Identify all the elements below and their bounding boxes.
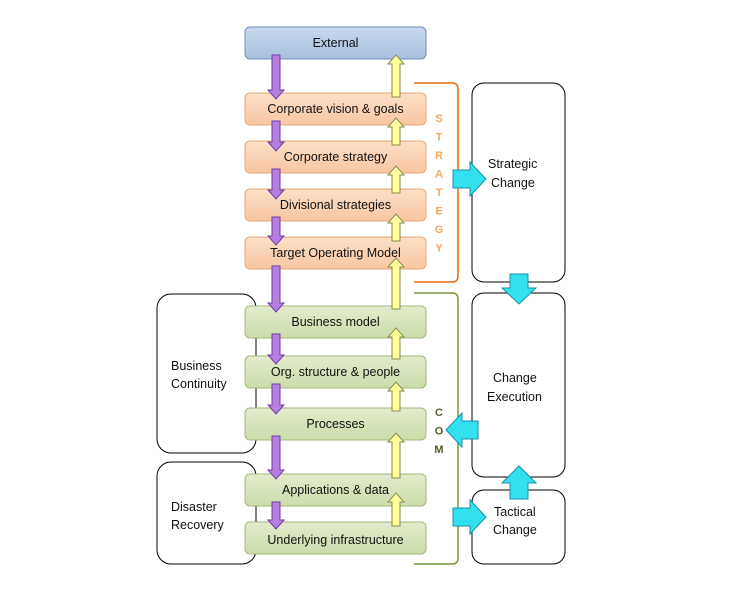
com-box-infrastructure: Underlying infrastructure (244, 521, 427, 555)
business-continuity-line2: Continuity (171, 377, 227, 391)
up-arrow (386, 492, 406, 527)
tactical-change-box: Tactical Change (471, 489, 566, 565)
strategy-box-label: Target Operating Model (270, 246, 401, 260)
strategy-letter: Y (435, 243, 443, 255)
up-arrow (386, 54, 406, 98)
strategy-box-label: Corporate vision & goals (267, 102, 403, 116)
disaster-recovery-group: Disaster Recovery (156, 461, 257, 565)
strategic-change-line2: Change (491, 176, 535, 190)
com-box-processes: Processes (244, 407, 427, 441)
down-arrow (266, 54, 286, 100)
change-execution-box: Change Execution (471, 292, 566, 478)
down-arrow (266, 120, 286, 152)
up-arrow (386, 165, 406, 194)
strategy-box-label: Corporate strategy (284, 150, 388, 164)
strategy-letter: T (436, 187, 443, 199)
strategy-box-label: Divisional strategies (280, 198, 391, 212)
strategy-letter: A (435, 169, 443, 181)
com-letter: O (435, 426, 444, 438)
upward-flow-arrows (386, 54, 406, 527)
com-to-tactical-change-arrow (452, 498, 487, 536)
tactical-change-line1: Tactical (494, 505, 536, 519)
tactical-change-line2: Change (493, 523, 537, 537)
strategy-letter: R (435, 150, 443, 162)
up-arrow (386, 213, 406, 242)
up-arrow (386, 257, 406, 310)
up-arrow (386, 117, 406, 146)
down-arrow (266, 333, 286, 365)
com-label: COM (434, 407, 443, 456)
strategy-box-tom: Target Operating Model (244, 236, 427, 270)
com-box-label: Org. structure & people (271, 365, 400, 379)
com-box-label: Business model (291, 315, 379, 329)
up-arrow (386, 381, 406, 412)
com-box-org-structure: Org. structure & people (244, 355, 427, 389)
strategy-box-divisional: Divisional strategies (244, 188, 427, 222)
down-arrow (266, 501, 286, 530)
com-box-label: Applications & data (282, 483, 389, 497)
strategic-change-line1: Strategic (488, 157, 537, 171)
down-arrow (266, 383, 286, 415)
com-box-label: Processes (306, 417, 364, 431)
strategy-letter: S (435, 113, 442, 125)
strategy-box-vision: Corporate vision & goals (244, 92, 427, 126)
external-box: External (244, 26, 427, 60)
strategy-letter: T (436, 132, 443, 144)
business-continuity-line1: Business (171, 359, 222, 373)
strategy-box-corporate: Corporate strategy (244, 140, 427, 174)
change-execution-line1: Change (493, 371, 537, 385)
execution-to-processes-arrow (445, 411, 479, 449)
strategic-change-box: Strategic Change (471, 82, 566, 283)
change-execution-line2: Execution (487, 390, 542, 404)
up-arrow (386, 432, 406, 479)
up-arrow (386, 327, 406, 360)
com-box-label: Underlying infrastructure (267, 533, 403, 547)
downward-flow-arrows (266, 54, 286, 530)
disaster-recovery-line2: Recovery (171, 518, 225, 532)
business-continuity-group: Business Continuity (156, 293, 257, 454)
com-letter: C (435, 407, 443, 419)
down-arrow (266, 216, 286, 246)
strategy-letter: E (435, 206, 442, 218)
tactical-to-execution-arrow (500, 465, 538, 500)
strategic-change-to-execution-arrow (500, 273, 538, 305)
strategy-letter: G (435, 224, 444, 236)
down-arrow (266, 265, 286, 313)
strategy-to-strategic-change-arrow (452, 160, 487, 198)
disaster-recovery-line1: Disaster (171, 500, 217, 514)
com-box-business-model: Business model (244, 305, 427, 339)
com-box-applications: Applications & data (244, 473, 427, 507)
down-arrow (266, 435, 286, 480)
down-arrow (266, 168, 286, 200)
external-label: External (313, 36, 359, 50)
com-letter: M (434, 444, 443, 456)
